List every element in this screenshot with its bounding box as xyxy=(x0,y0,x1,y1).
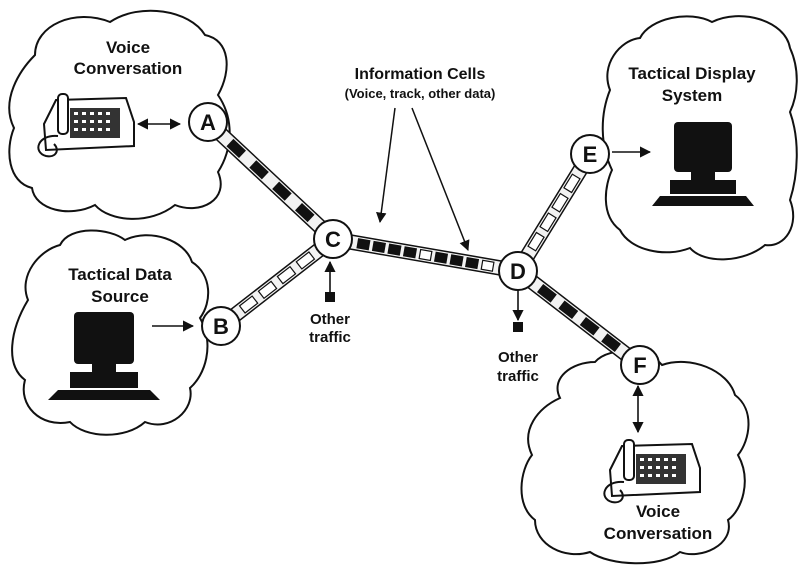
info-cell-filled xyxy=(465,256,480,270)
node-e: E xyxy=(570,134,610,174)
info-cell-empty xyxy=(276,265,297,285)
svg-text:Tactical Data: Tactical Data xyxy=(68,265,172,284)
tactical-data-source-label: Tactical Data Source xyxy=(68,265,172,306)
info-cells-arrows xyxy=(376,107,470,251)
other-traffic-c-arrow xyxy=(324,260,336,302)
svg-text:E: E xyxy=(583,142,598,167)
computer-icon xyxy=(48,312,160,400)
info-cell-filled xyxy=(371,240,386,254)
svg-text:Information Cells: Information Cells xyxy=(355,66,486,83)
other-traffic-c-label: Other traffic xyxy=(309,311,351,346)
svg-text:Conversation: Conversation xyxy=(604,524,713,543)
svg-text:Source: Source xyxy=(91,287,149,306)
svg-text:Tactical Display: Tactical Display xyxy=(628,64,756,83)
info-cell-empty xyxy=(257,280,278,300)
svg-text:D: D xyxy=(510,259,526,284)
info-cell-filled xyxy=(295,202,315,223)
info-cell-filled xyxy=(249,160,269,180)
tactical-display-label: Tactical Display System xyxy=(628,64,756,105)
svg-text:Voice: Voice xyxy=(106,38,150,57)
info-cell-filled xyxy=(601,333,622,353)
info-cell-filled xyxy=(387,243,402,256)
svg-text:Other: Other xyxy=(498,349,538,366)
node-b: B xyxy=(201,306,241,346)
info-cell-filled xyxy=(558,300,579,320)
node-c: C xyxy=(313,219,353,259)
info-cell-empty xyxy=(238,295,259,314)
node-a: A xyxy=(188,102,228,142)
info-cell-filled xyxy=(272,181,292,201)
svg-text:traffic: traffic xyxy=(497,368,539,385)
info-cell-filled xyxy=(449,254,464,267)
svg-text:F: F xyxy=(633,353,646,378)
nodes-layer: A B C D E F xyxy=(188,102,660,385)
info-cell-empty xyxy=(563,173,581,194)
info-cell-empty xyxy=(539,212,557,233)
link-c-d xyxy=(347,234,504,276)
info-cell-empty xyxy=(480,259,495,272)
link-b-c xyxy=(229,242,325,323)
info-cell-empty xyxy=(418,248,433,262)
telephone-icon xyxy=(37,93,135,158)
info-cell-filled xyxy=(536,283,557,303)
info-cell-filled xyxy=(579,316,600,336)
svg-text:Conversation: Conversation xyxy=(74,59,183,78)
links-layer xyxy=(214,127,632,362)
svg-text:Other: Other xyxy=(310,311,350,328)
svg-text:C: C xyxy=(325,227,341,252)
svg-text:traffic: traffic xyxy=(309,329,351,346)
svg-text:B: B xyxy=(213,314,229,339)
svg-text:System: System xyxy=(662,86,722,105)
svg-text:(Voice, track, other data): (Voice, track, other data) xyxy=(345,86,496,101)
telephone-icon xyxy=(603,439,701,504)
information-cells-label: Information Cells (Voice, track, other d… xyxy=(345,66,496,101)
info-cell-filled xyxy=(402,246,418,259)
node-d: D xyxy=(498,251,538,291)
node-f: F xyxy=(620,345,660,385)
other-traffic-d-label: Other traffic xyxy=(497,349,539,385)
voice-conversation-bottomright-label: Voice Conversation xyxy=(604,502,713,543)
svg-text:Voice: Voice xyxy=(636,502,680,521)
link-d-f xyxy=(526,274,632,362)
info-cell-empty xyxy=(551,192,569,213)
link-a-c xyxy=(214,127,327,234)
other-traffic-d-arrow xyxy=(512,290,524,332)
info-cell-filled xyxy=(433,251,449,264)
info-cell-filled xyxy=(226,138,246,159)
svg-text:A: A xyxy=(200,110,216,135)
info-cell-empty xyxy=(295,251,316,270)
computer-icon xyxy=(652,122,754,206)
link-d-e xyxy=(519,163,589,262)
info-cell-empty xyxy=(527,231,545,252)
info-cell-filled xyxy=(356,238,371,251)
voice-conversation-topleft-label: Voice Conversation xyxy=(74,38,183,78)
